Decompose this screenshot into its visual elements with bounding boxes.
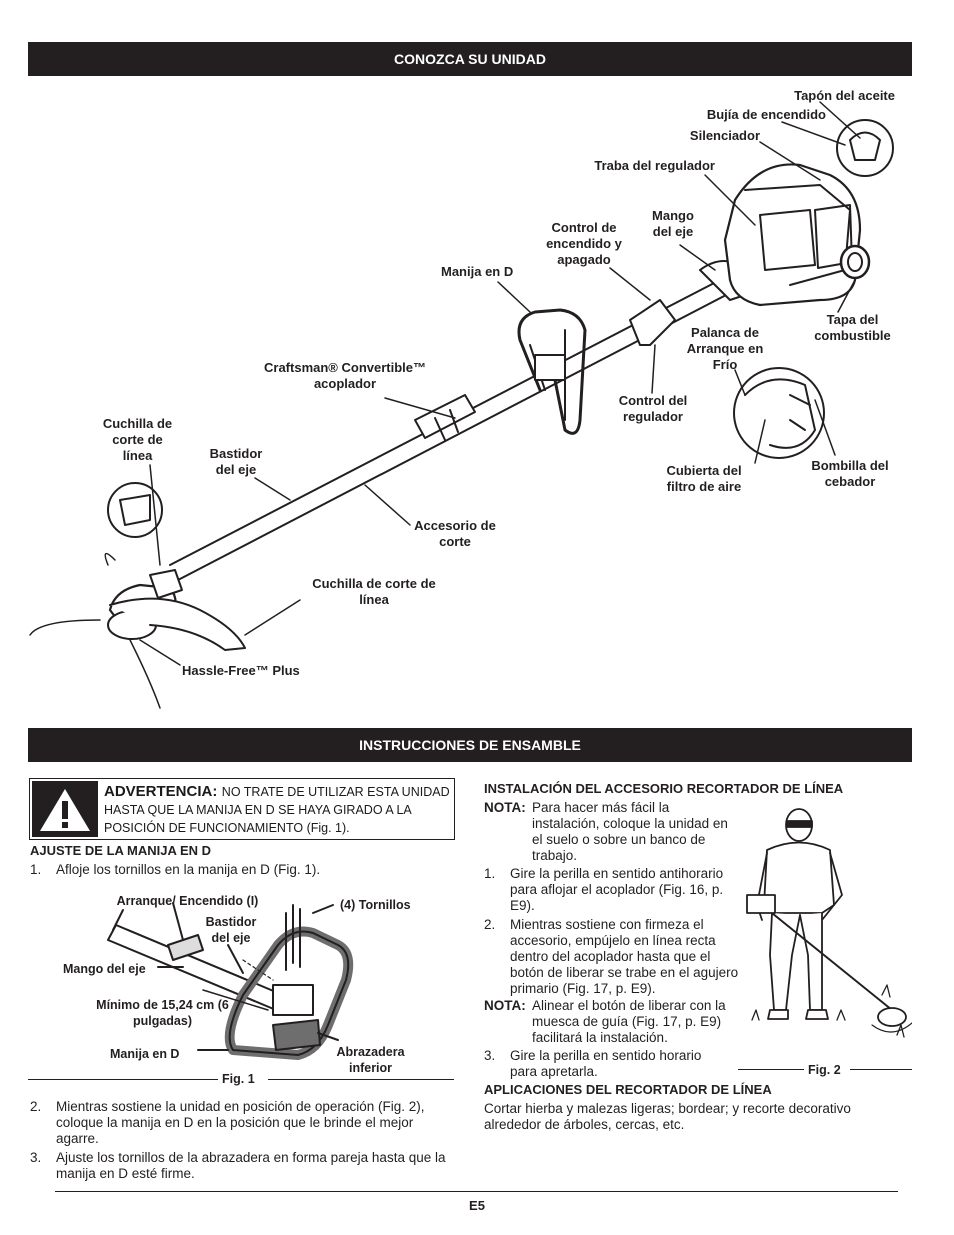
heading-aplicaciones: APLICACIONES DEL RECORTADOR DE LÍNEA (484, 1082, 772, 1097)
nota-2: NOTA: Alinear el botón de liberar con la… (484, 998, 726, 1045)
left-step-1: 1.Afloje los tornillos en la manija en D… (30, 862, 321, 877)
left-step-3: 3.Ajuste los tornillos de la abrazadera … (30, 1150, 446, 1181)
label-bombilla: Bombilla del cebador (811, 458, 889, 489)
label-control-regulador: Control del regulador (618, 393, 688, 424)
section-header-conozca: CONOZCA SU UNIDAD (28, 42, 912, 76)
label-traba: Traba del regulador (594, 158, 715, 173)
warning-icon (32, 781, 98, 837)
label-cuchilla-2: Cuchilla de corte de línea (312, 576, 436, 607)
page-number: E5 (469, 1198, 485, 1213)
label-palanca: Palanca de Arranque en Frío (686, 325, 764, 372)
label-silenciador: Silenciador (689, 128, 760, 143)
nota-1: NOTA: Para hacer más fácil la instalació… (484, 800, 728, 863)
label-tapa-combustible: Tapa del combustible (814, 312, 891, 343)
label-tapon-aceite: Tapón del aceite (794, 88, 895, 103)
label-craftsman: Craftsman® Convertible™ acoplador (264, 360, 426, 391)
heading-instalacion: INSTALACIÓN DEL ACCESORIO RECORTADOR DE … (484, 781, 844, 796)
label-hassle: Hassle-Free™ Plus (182, 663, 300, 678)
trimmer-diagram (29, 101, 894, 709)
label-control-encendido: Control de encendido y apagado (546, 220, 622, 267)
fig1-abrazadera: Abrazadera inferior (336, 1045, 405, 1075)
right-step-3: 3.Gire la perilla en sentido horario par… (484, 1048, 702, 1079)
fig1-rule-left (28, 1079, 218, 1080)
fig1-tornillos: (4) Tornillos (340, 898, 411, 912)
footer-rule (55, 1191, 898, 1192)
fig2-rule-right (850, 1069, 912, 1070)
fig1-arranque: Arranque/ Encendido (I) (116, 894, 259, 908)
label-accesorio: Accesorio de corte (414, 518, 496, 549)
fig1-manija: Manija en D (110, 1047, 180, 1061)
fig2-rule-left (738, 1069, 804, 1070)
warning-title: ADVERTENCIA: (104, 783, 218, 800)
engine-body (723, 163, 862, 307)
warning-box: ADVERTENCIA: NO TRATE DE UTILIZAR ESTA U… (29, 778, 455, 840)
guard (109, 597, 246, 651)
fig2-person-diagram (746, 808, 912, 1038)
warning-text: NO TRATE DE UTILIZAR ESTA UNIDAD HASTA Q… (104, 785, 450, 835)
fig1-diagram (107, 902, 354, 1060)
fig2-caption: Fig. 2 (808, 1063, 841, 1077)
fig1-rule-right (268, 1079, 454, 1080)
heading-ajuste: AJUSTE DE LA MANIJA EN D (30, 843, 212, 858)
shaft-lower (177, 293, 729, 581)
section-header-ensamble: INSTRUCCIONES DE ENSAMBLE (28, 728, 912, 762)
right-step-2: 2.Mientras sostiene con firmeza el acces… (484, 917, 739, 996)
label-cubierta: Cubierta del filtro de aire (666, 463, 742, 494)
fig1-mango: Mango del eje (63, 962, 146, 976)
left-step-2: 2.Mientras sostiene la unidad en posició… (30, 1099, 425, 1146)
label-bastidor: Bastidor del eje (209, 446, 263, 477)
d-handle-loop (517, 308, 587, 435)
fig1-minimo: Mínimo de 15,24 cm (6 pulgadas) (96, 998, 229, 1028)
aplicaciones-text: Cortar hierba y malezas ligeras; bordear… (484, 1101, 851, 1132)
fig1-caption: Fig. 1 (222, 1072, 255, 1086)
fig1-bastidor: Bastidor del eje (205, 915, 257, 945)
right-step-1: 1.Gire la perilla en sentido antihorario… (484, 866, 724, 913)
label-mango-eje: Mango del eje (652, 208, 694, 239)
label-bujia: Bujía de encendido (706, 107, 826, 122)
label-manija-d: Manija en D (441, 264, 514, 279)
label-cuchilla-1: Cuchilla de corte de línea (102, 416, 173, 463)
